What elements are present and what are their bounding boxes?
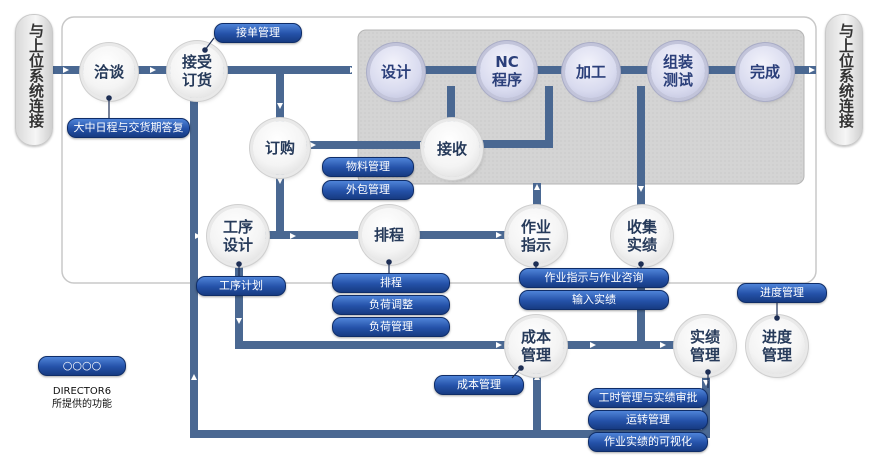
pill-outsourcing-management: 外包管理 [322,180,414,200]
pill-order-management: 接单管理 [214,23,302,43]
upper-system-link-right-text: 与上位系统连接 [837,23,855,128]
node-results-management: 实绩 管理 [677,318,733,374]
node-scheduling: 排程 [362,208,416,262]
pill-schedule-delivery: 大中日程与交货期答复 [67,118,190,138]
node-process-design: 工序 设计 [210,208,266,264]
node-collect-results: 收集 实绩 [614,208,670,264]
node-negotiation: 洽谈 [83,46,135,98]
pill-progress-management: 进度管理 [737,283,827,303]
pill-hours-approval: 工时管理与实绩审批 [588,388,708,408]
pill-operation-management: 运转管理 [588,410,708,430]
pill-load-adjustment: 负荷调整 [332,295,450,315]
legend-product: DIRECTOR6 [52,386,112,397]
legend-pill: ○○○○ [38,356,126,376]
node-work-instruction: 作业 指示 [508,208,564,264]
node-cost-management: 成本 管理 [508,318,564,374]
upper-system-link-left: 与上位系统连接 [15,14,53,146]
pill-cost-management: 成本管理 [434,375,524,395]
node-receiving: 接收 [424,121,480,177]
node-purchase: 订购 [253,121,307,175]
pill-input-results: 输入实绩 [519,290,669,310]
pill-material-management: 物料管理 [322,157,414,177]
pill-process-plan: 工序计划 [196,276,286,296]
node-assembly-test: 组装 测试 [651,44,705,98]
pill-results-visualization: 作业实绩的可视化 [588,432,708,452]
legend-caption: 所提供的功能 [52,399,112,410]
node-machining: 加工 [565,46,617,98]
upper-system-link-right: 与上位系统连接 [825,14,863,146]
upper-system-link-left-text: 与上位系统连接 [27,23,45,128]
node-progress-management: 进度 管理 [749,318,805,374]
node-nc-program: NC 程序 [480,44,534,98]
node-order-receive: 接受 订货 [170,44,224,98]
pill-scheduling: 排程 [332,273,450,293]
pill-load-management: 负荷管理 [332,317,450,337]
pill-work-instruction-inquiry: 作业指示与作业咨询 [519,268,669,288]
flow-arrowheads [63,67,815,386]
node-design: 设计 [370,46,422,98]
node-complete: 完成 [739,46,791,98]
